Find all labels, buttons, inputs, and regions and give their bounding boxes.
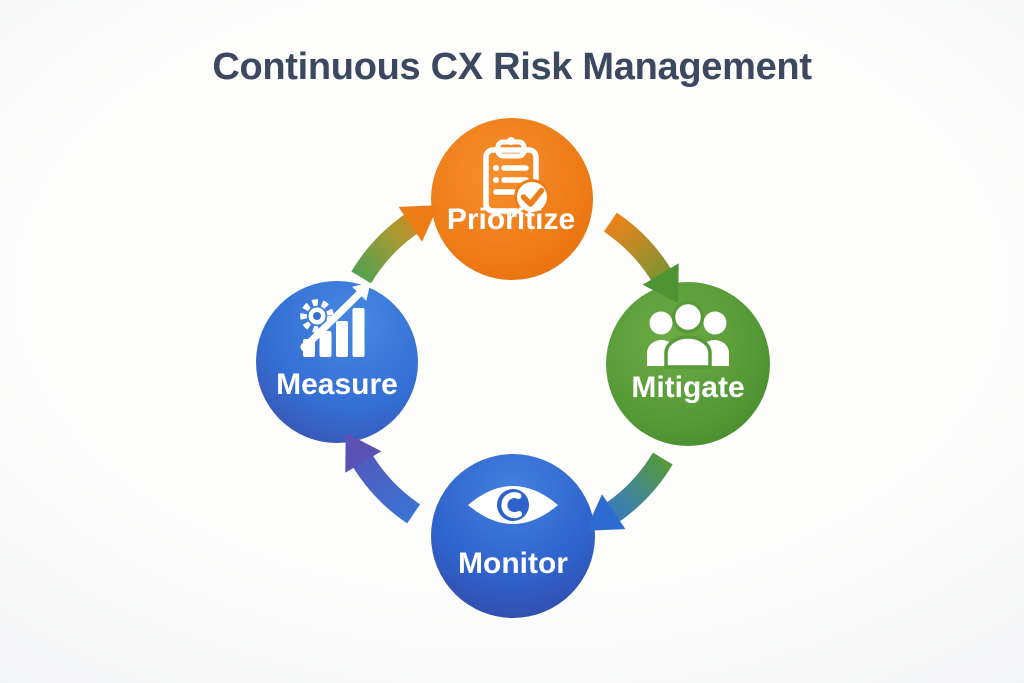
node-monitor-circle [431, 454, 595, 618]
node-prioritize: Prioritize [431, 118, 593, 280]
eye-icon [468, 486, 558, 524]
node-prioritize-circle [431, 118, 593, 280]
node-prioritize-label: Prioritize [447, 203, 575, 236]
arrowhead-to-monitor [585, 494, 626, 531]
node-monitor: Monitor [431, 454, 595, 618]
arrowhead-to-mitigate [642, 263, 679, 304]
cycle-arrowheads [345, 205, 679, 531]
arrow-measure-to-prioritize [351, 212, 421, 284]
arrow-monitor-to-measure [351, 452, 421, 524]
node-monitor-label: Monitor [458, 547, 568, 580]
page-title: Continuous CX Risk Management [212, 46, 812, 88]
node-measure: Measure [256, 281, 418, 443]
node-mitigate: Mitigate [606, 282, 770, 446]
arrowhead-to-measure [345, 432, 382, 473]
node-measure-circle [256, 281, 418, 443]
arrow-mitigate-to-monitor [603, 452, 673, 524]
arrow-prioritize-to-mitigate [603, 212, 673, 284]
gear-growth-chart-icon [300, 282, 371, 357]
clipboard-check-icon [483, 137, 550, 215]
people-group-icon [647, 300, 729, 369]
cycle-arrows [351, 212, 673, 524]
arrowhead-to-prioritize [398, 205, 439, 242]
node-measure-label: Measure [276, 368, 398, 401]
node-mitigate-label: Mitigate [631, 371, 744, 404]
